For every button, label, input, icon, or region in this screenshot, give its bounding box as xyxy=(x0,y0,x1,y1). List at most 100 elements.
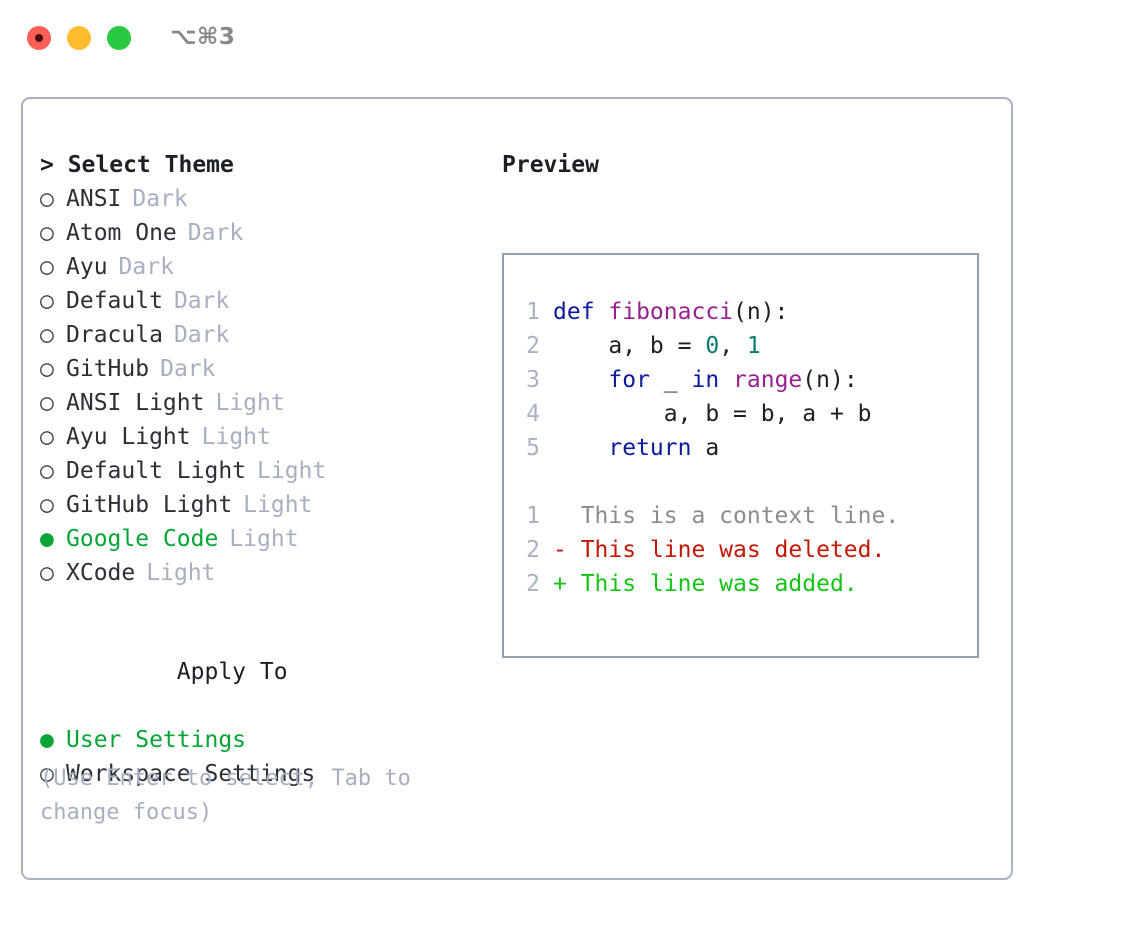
radio-unselected-icon: ○ xyxy=(40,220,54,246)
theme-option-tag: Light xyxy=(201,424,271,450)
preview-heading: Preview xyxy=(502,152,599,178)
close-icon xyxy=(35,34,43,42)
theme-option-label: GitHub xyxy=(66,356,150,382)
radio-unselected-icon: ○ xyxy=(40,390,54,416)
code-token-kw: return xyxy=(608,435,692,461)
code-token-pl xyxy=(719,367,733,393)
diff-line-text: + This line was added. xyxy=(553,571,858,597)
code-line-number: 3 xyxy=(526,367,540,393)
apply-to-option-label: Workspace Settings xyxy=(66,761,316,787)
radio-unselected-icon: ○ xyxy=(40,761,54,787)
section-spacer xyxy=(40,590,485,621)
code-token-pl: a, b = xyxy=(553,333,706,359)
code-token-pl: a xyxy=(691,435,720,461)
theme-option-label: XCode xyxy=(66,560,136,586)
apply-to-option-workspace-settings[interactable]: ○ Workspace Settings xyxy=(40,757,485,791)
code-line: 3 for _ in range(n): xyxy=(512,363,971,397)
select-theme-heading: > Select Theme xyxy=(40,152,234,178)
theme-option-label: Default Light xyxy=(66,458,247,484)
theme-option-tag: Light xyxy=(257,458,327,484)
radio-unselected-icon: ○ xyxy=(40,186,54,212)
theme-option-tag: Dark xyxy=(118,254,174,280)
code-token-pl: _ xyxy=(649,367,692,393)
code-token-pl xyxy=(553,367,608,393)
theme-option-ayu-light[interactable]: ○ Ayu Light Light xyxy=(40,420,485,454)
code-token-fn: fibonacci xyxy=(608,299,734,325)
code-token-fn: range xyxy=(733,367,803,393)
code-token-pl: a, b = b, a + b xyxy=(553,401,872,427)
diff-line-number: 2 xyxy=(526,571,540,597)
diff-line-text: This is a context line. xyxy=(553,503,900,529)
theme-option-label: ANSI Light xyxy=(66,390,205,416)
code-line: 1 def fibonacci(n): xyxy=(512,295,971,329)
code-line-text: def fibonacci(n): xyxy=(553,295,788,329)
theme-option-tag: Dark xyxy=(173,288,230,314)
theme-option-tag: Light xyxy=(229,526,299,552)
radio-unselected-icon: ○ xyxy=(40,322,54,348)
theme-option-tag: Light xyxy=(146,560,216,586)
radio-selected-icon: ● xyxy=(40,727,54,753)
code-line-number: 2 xyxy=(526,333,540,359)
maximize-window-button[interactable] xyxy=(107,26,131,50)
code-token-pl: (n): xyxy=(733,299,789,325)
radio-selected-icon: ● xyxy=(40,526,54,552)
apply-to-heading-label: Apply To xyxy=(176,659,288,685)
diff-line-number: 2 xyxy=(526,537,540,563)
theme-option-label: Ayu xyxy=(66,254,108,280)
theme-option-label: Atom One xyxy=(66,220,177,246)
code-token-num: 1 xyxy=(746,333,761,359)
theme-option-atom-one[interactable]: ○ Atom One Dark xyxy=(40,216,485,250)
code-line-text: return a xyxy=(553,431,719,465)
theme-option-label: ANSI xyxy=(66,186,122,212)
radio-unselected-icon: ○ xyxy=(40,492,54,518)
minimize-window-button[interactable] xyxy=(67,26,91,50)
theme-option-github-light[interactable]: ○ GitHub Light Light xyxy=(40,488,485,522)
theme-option-label: Dracula xyxy=(66,322,163,348)
code-token-num: 0 xyxy=(705,333,720,359)
radio-unselected-icon: ○ xyxy=(40,288,54,314)
apply-to-option-label: User Settings xyxy=(66,727,247,753)
diff-line-text: - This line was deleted. xyxy=(553,537,886,563)
theme-option-github[interactable]: ○ GitHub Dark xyxy=(40,352,485,386)
code-token-pl: , xyxy=(719,333,747,359)
code-line-number: 5 xyxy=(526,435,540,461)
code-line: 2 a, b = 0, 1 xyxy=(512,329,971,363)
code-token-pl: (n): xyxy=(802,367,858,393)
code-line-number: 4 xyxy=(526,401,540,427)
radio-unselected-icon: ○ xyxy=(40,356,54,382)
radio-unselected-icon: ○ xyxy=(40,424,54,450)
theme-option-ayu[interactable]: ○ Ayu Dark xyxy=(40,250,485,284)
theme-option-tag: Dark xyxy=(160,356,216,382)
theme-option-xcode[interactable]: ○ XCode Light xyxy=(40,556,485,590)
theme-option-label: GitHub Light xyxy=(66,492,233,518)
theme-option-tag: Light xyxy=(243,492,313,518)
diff-line-add: 2 + This line was added. xyxy=(512,567,971,601)
keyboard-hint-text: (Use Enter to select, Tab to change focu… xyxy=(40,766,425,825)
apply-to-option-user-settings[interactable]: ● User Settings xyxy=(40,723,485,757)
code-line-text: a, b = b, a + b xyxy=(553,397,872,431)
code-token-kw: for xyxy=(608,367,650,393)
theme-option-tag: Dark xyxy=(187,220,244,246)
code-line-text: a, b = 0, 1 xyxy=(553,329,761,363)
theme-option-label: Ayu Light xyxy=(66,424,191,450)
code-line-number: 1 xyxy=(526,299,540,325)
apply-to-heading: Apply To xyxy=(40,621,485,723)
radio-unselected-icon: ○ xyxy=(40,254,54,280)
code-line: 5 return a xyxy=(512,431,971,465)
code-token-kw: in xyxy=(691,367,720,393)
radio-unselected-icon: ○ xyxy=(40,560,54,586)
apply-to-list: ● User Settings ○ Workspace Settings xyxy=(40,723,485,791)
code-token-kw xyxy=(553,435,608,461)
